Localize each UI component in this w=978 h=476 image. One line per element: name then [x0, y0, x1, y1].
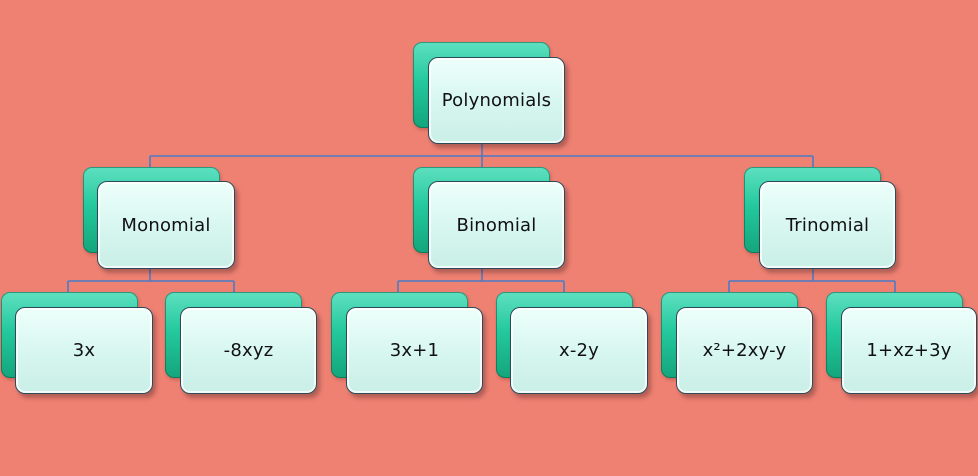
- card-face: Binomial: [428, 181, 565, 269]
- node-label: Binomial: [456, 214, 537, 236]
- node-label: Trinomial: [785, 214, 870, 236]
- node-label: 3x: [72, 340, 96, 361]
- card-face: 3x: [15, 307, 153, 394]
- node-label: 1+xz+3y: [866, 340, 952, 361]
- card-face: Trinomial: [759, 181, 896, 269]
- node-label: x-2y: [558, 340, 600, 361]
- node-label: x²+2xy-y: [702, 340, 787, 361]
- card-face: 1+xz+3y: [841, 307, 977, 394]
- node-label: 3x+1: [389, 340, 440, 361]
- node-label: -8xyz: [223, 340, 274, 361]
- node-label: Polynomials: [441, 90, 552, 111]
- card-face: 3x+1: [346, 307, 483, 394]
- card-face: Polynomials: [428, 57, 565, 144]
- card-face: x-2y: [510, 307, 648, 394]
- card-face: x²+2xy-y: [676, 307, 813, 394]
- card-face: Monomial: [97, 181, 235, 269]
- node-label: Monomial: [121, 214, 211, 236]
- card-face: -8xyz: [180, 307, 317, 394]
